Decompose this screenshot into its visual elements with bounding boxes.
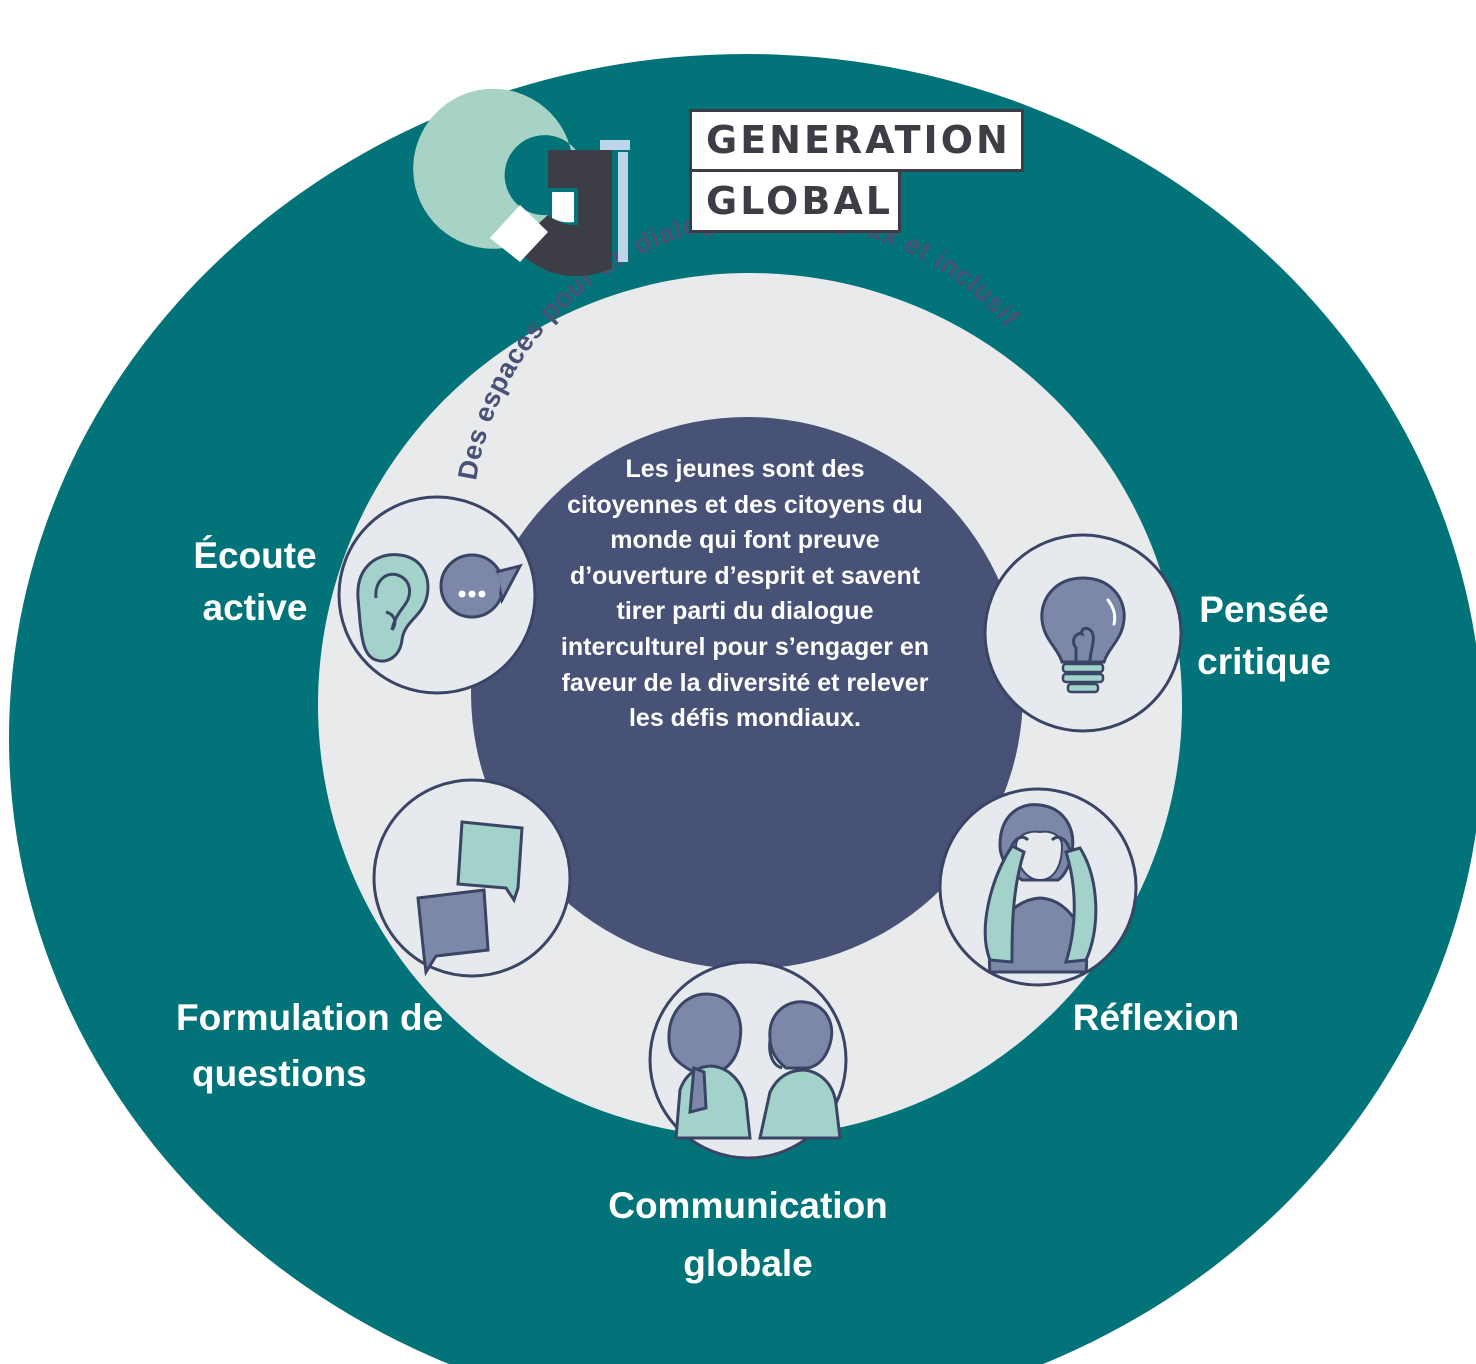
logo-word-generation: GENERATION — [689, 109, 1024, 172]
skill-label-line: active — [202, 587, 308, 628]
skill-label-reflexion: Réflexion — [1050, 992, 1262, 1044]
skill-label-communication-globale: Communication globale — [578, 1180, 918, 1290]
logo-word-global: GLOBAL — [689, 169, 901, 233]
skill-label-line: questions — [192, 1053, 367, 1094]
two-people-icon — [648, 960, 848, 1160]
ear-and-speech-bubble-icon — [337, 495, 537, 695]
skill-label-ecoute-active: Écoute active — [150, 530, 360, 634]
lightbulb-icon — [983, 533, 1183, 733]
skill-label-line: Formulation de — [176, 997, 444, 1038]
skill-label-pensee-critique: Pensée critique — [1174, 584, 1354, 688]
center-statement: Les jeunes sont des citoyennes et des ci… — [560, 455, 930, 733]
thinking-person-icon — [938, 787, 1138, 987]
skill-label-formulation-questions: Formulation de questions — [176, 992, 496, 1100]
center-circle — [471, 417, 1023, 969]
skill-label-line: globale — [683, 1243, 813, 1284]
skill-label-line: critique — [1197, 641, 1331, 682]
generation-global-logo-icon — [413, 88, 630, 277]
skill-label-line: Écoute — [193, 535, 317, 576]
speech-bubbles-icon — [372, 778, 572, 978]
skill-label-line: Pensée — [1199, 589, 1329, 630]
skill-label-line: Communication — [608, 1185, 888, 1226]
skill-label-line: Réflexion — [1072, 997, 1240, 1038]
